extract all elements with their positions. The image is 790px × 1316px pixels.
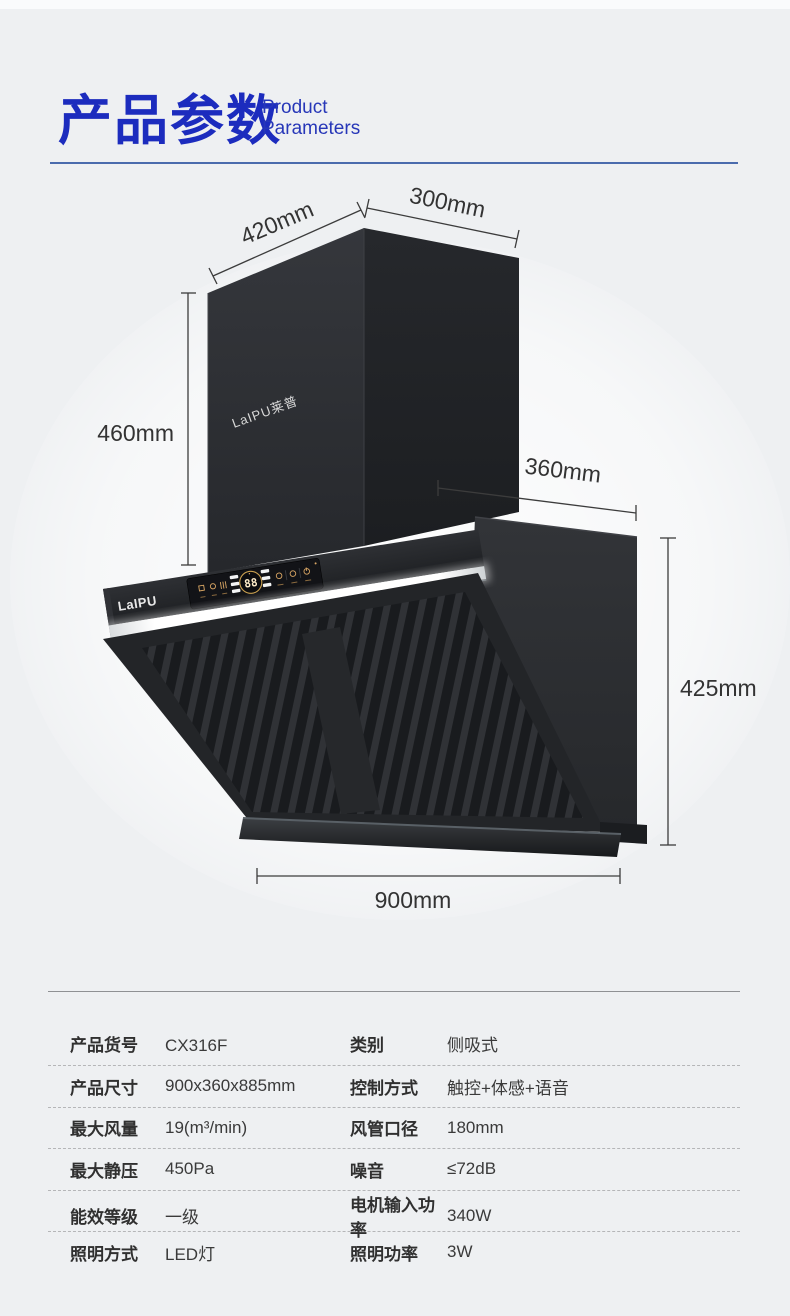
dim-360 <box>437 480 637 521</box>
page-subtitle-line2: Parameters <box>262 118 361 139</box>
table-row: 能效等级 一级 电机输入功率 340W <box>48 1191 740 1240</box>
page-subtitle: Product Parameters <box>262 97 360 139</box>
spec-label: 电机输入功率 <box>350 1195 435 1240</box>
spec-label: 控制方式 <box>350 1078 418 1098</box>
power-indicator-dot <box>314 562 317 565</box>
grill-slats <box>142 592 583 818</box>
table-row: 照明方式 LED灯 照明功率 3W <box>48 1232 740 1273</box>
dim-label-425: 425mm <box>680 675 757 701</box>
dim-label-300: 300mm <box>407 182 487 223</box>
spec-value: 180mm <box>447 1117 504 1137</box>
control-panel: 88 <box>186 558 324 610</box>
grill-divider <box>302 627 380 814</box>
dim-420 <box>208 201 366 285</box>
page-top-strip <box>0 0 790 9</box>
hood-canopy <box>103 573 605 832</box>
spec-value: 450Pa <box>165 1159 215 1179</box>
spec-label: 能效等级 <box>70 1208 138 1227</box>
spec-label: 最大风量 <box>70 1120 138 1140</box>
spec-value: 一级 <box>165 1208 199 1227</box>
spec-value: LED灯 <box>165 1244 216 1264</box>
spec-label: 类别 <box>350 1036 384 1055</box>
spec-value: CX316F <box>165 1036 228 1055</box>
hood-side-panel <box>473 516 638 836</box>
head-brand-logo: LaIPU <box>117 593 158 614</box>
function-icon-labels <box>277 579 312 586</box>
spec-table: 产品货号 CX316F 类别 侧吸式 产品尺寸 900x360x885mm 控制… <box>48 991 740 1273</box>
mode-icons <box>198 581 227 592</box>
header-divider <box>50 162 738 164</box>
spec-value: 侧吸式 <box>447 1036 498 1055</box>
dim-460 <box>181 292 196 566</box>
spec-label: 产品货号 <box>70 1036 138 1055</box>
page-title: 产品参数 <box>58 91 282 151</box>
led-display-value: 88 <box>243 576 258 591</box>
dimension-annotations <box>181 198 676 884</box>
table-row: 产品货号 CX316F 类别 侧吸式 <box>48 992 740 1066</box>
spec-label: 产品尺寸 <box>70 1078 138 1098</box>
chimney: LaIPU莱普 <box>207 228 519 573</box>
table-row: 产品尺寸 900x360x885mm 控制方式 触控+体感+语音 <box>48 1066 740 1108</box>
function-icons <box>275 567 311 581</box>
spec-label: 最大静压 <box>70 1161 138 1181</box>
mode-icon-labels <box>200 592 228 598</box>
table-row: 最大风量 19(m³/min) 风管口径 180mm <box>48 1108 740 1149</box>
product-figure: LaIPU莱普 LaIPU <box>0 160 790 970</box>
spec-value: 340W <box>447 1205 492 1225</box>
speed-buttons-right <box>260 568 272 588</box>
spec-value: ≤72dB <box>447 1159 497 1179</box>
range-hood-render: LaIPU莱普 LaIPU <box>10 182 790 920</box>
led-display-ring: 88 <box>239 570 263 594</box>
spec-label: 风管口径 <box>350 1120 418 1140</box>
spec-label: 噪音 <box>350 1161 384 1181</box>
dim-label-460: 460mm <box>97 420 174 446</box>
spec-value: 900x360x885mm <box>165 1076 296 1096</box>
spec-value: 3W <box>447 1242 473 1262</box>
spec-value: 触控+体感+语音 <box>447 1078 569 1098</box>
led-light-strip <box>108 566 487 639</box>
dim-label-420: 420mm <box>236 196 317 250</box>
page-subtitle-line1: Product <box>262 97 328 118</box>
dim-300 <box>364 198 520 249</box>
dim-900 <box>256 868 621 884</box>
spec-label: 照明功率 <box>350 1244 418 1264</box>
oil-tray <box>239 817 622 857</box>
dim-label-900: 900mm <box>375 887 452 913</box>
spec-label: 照明方式 <box>70 1244 138 1264</box>
speed-buttons-left <box>229 574 241 594</box>
dim-425 <box>660 537 676 846</box>
spec-value: 19(m³/min) <box>165 1117 248 1137</box>
table-row: 最大静压 450Pa 噪音 ≤72dB <box>48 1149 740 1191</box>
